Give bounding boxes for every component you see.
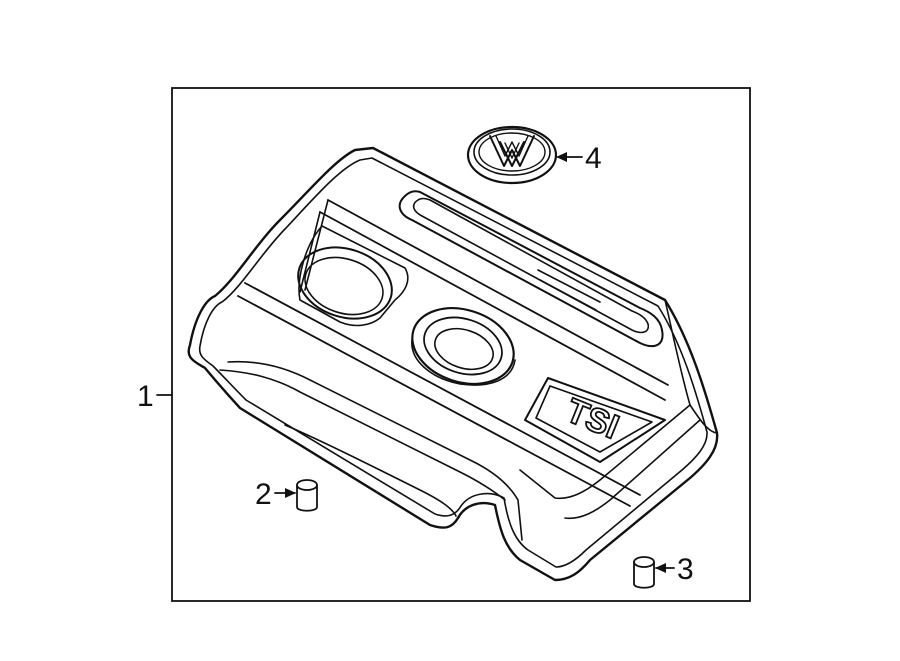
engine-cover: TSI <box>187 146 719 582</box>
vw-logo-icon <box>466 125 558 185</box>
grommet-part-2 <box>296 479 318 512</box>
callout-3: 3 <box>677 553 694 586</box>
right-cap-ring <box>411 307 516 386</box>
diagram-frame <box>171 87 751 602</box>
top-slot <box>398 190 664 348</box>
leader-lines <box>156 152 675 573</box>
grommet-part-3 <box>633 556 655 589</box>
callout-4: 4 <box>585 142 602 175</box>
left-cap-recess <box>297 246 393 320</box>
callout-2: 2 <box>255 478 272 511</box>
tsi-badge-text: TSI <box>561 392 624 447</box>
callout-1: 1 <box>137 380 154 413</box>
tsi-badge: TSI <box>524 377 666 463</box>
